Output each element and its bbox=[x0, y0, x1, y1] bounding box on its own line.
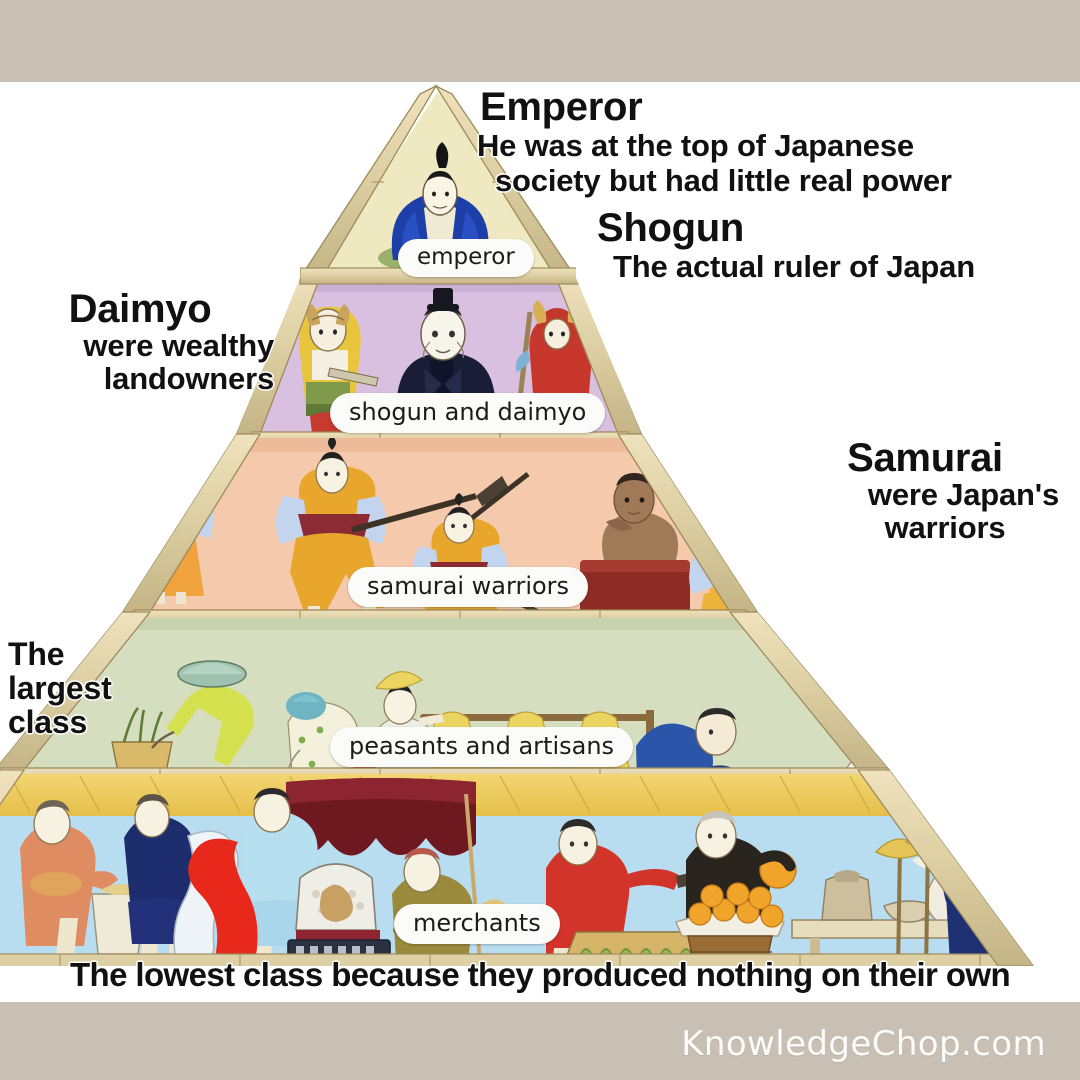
callout-daimyo: Daimyo were wealthy landowners bbox=[12, 287, 275, 397]
callout-shogun-heading: Shogun bbox=[597, 206, 745, 250]
callout-samurai: Samurai were Japan's warriors bbox=[779, 437, 1071, 545]
callout-daimyo-heading: Daimyo bbox=[68, 287, 212, 331]
callout-largest-line3: class bbox=[8, 703, 88, 740]
callout-emperor: Emperor He was at the top of Japanese so… bbox=[477, 86, 952, 198]
callout-samurai-heading: Samurai bbox=[847, 436, 1003, 480]
callout-largest-class: The largest class bbox=[8, 636, 120, 740]
callout-largest-line2: largest bbox=[8, 669, 112, 706]
callout-emperor-line2: society but had little real power bbox=[495, 163, 952, 199]
callout-shogun-line1: The actual ruler of Japan bbox=[613, 249, 975, 285]
callout-samurai-line2: warriors bbox=[884, 510, 1006, 546]
pill-label-emperor: emperor bbox=[398, 239, 534, 277]
callout-emperor-heading: Emperor bbox=[480, 85, 643, 129]
callout-samurai-line1: were Japan's bbox=[867, 477, 1059, 513]
watermark-knowledgechop: KnowledgeChop.com bbox=[681, 1024, 1046, 1064]
bottom-letterbox-bar bbox=[0, 1002, 1080, 1080]
callout-lowest-class: The lowest class because they produced n… bbox=[69, 956, 1011, 993]
pyramid-illustration: Emperor He was at the top of Japanese so… bbox=[0, 82, 1080, 1002]
pill-label-merchants: merchants bbox=[394, 904, 560, 944]
top-letterbox-bar bbox=[0, 0, 1080, 82]
callout-largest-line1: The bbox=[8, 636, 65, 672]
callout-shogun: Shogun The actual ruler of Japan bbox=[597, 207, 975, 284]
pill-label-samurai: samurai warriors bbox=[348, 567, 589, 607]
background-mask bbox=[0, 82, 1080, 1002]
callout-daimyo-line1: were wealthy bbox=[83, 328, 274, 364]
pill-label-peasants: peasants and artisans bbox=[330, 727, 634, 767]
callout-daimyo-line2: landowners bbox=[103, 361, 274, 397]
callout-emperor-line1: He was at the top of Japanese bbox=[477, 128, 914, 164]
pyramid-graphic bbox=[0, 82, 1080, 1002]
pill-label-shogun-daimyo: shogun and daimyo bbox=[330, 393, 606, 433]
